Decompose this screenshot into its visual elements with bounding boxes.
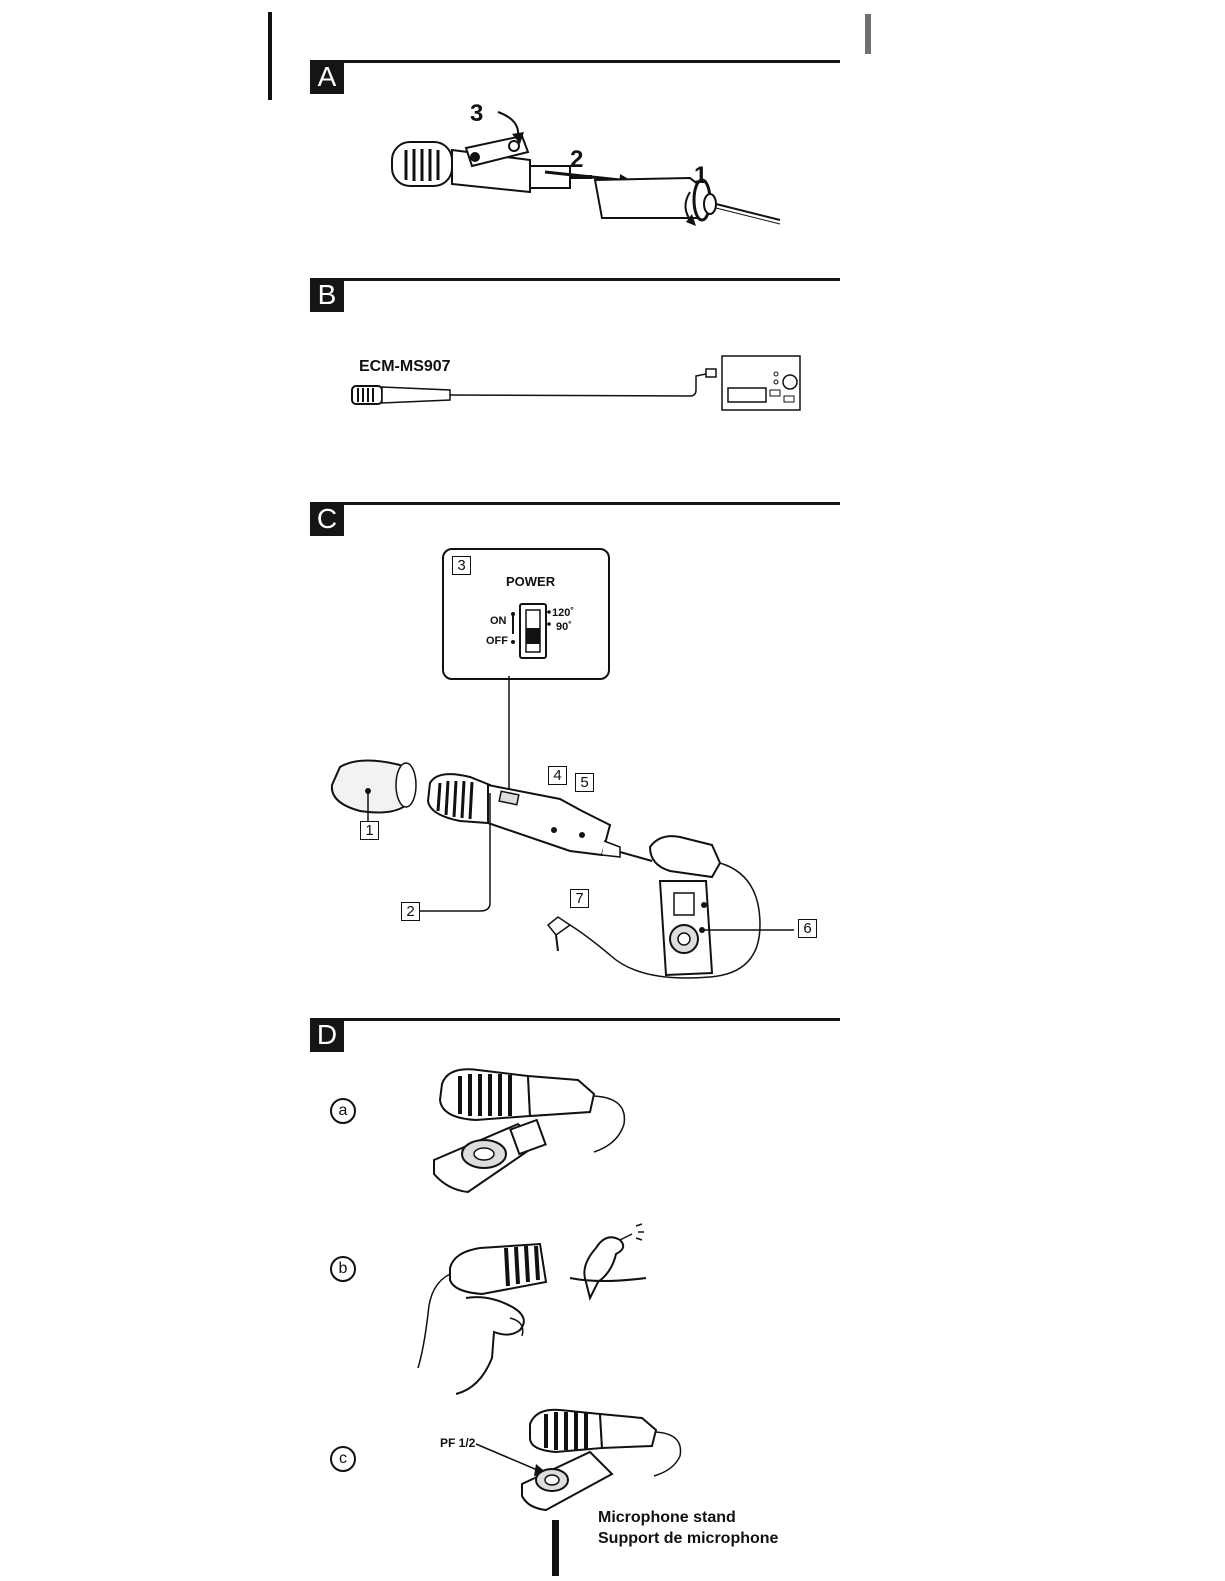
stand-mounted-mic-illustration	[428, 1064, 638, 1194]
case-c-marker: c	[330, 1446, 356, 1472]
angle-90-label: 90˚	[556, 621, 572, 633]
callout-5: 5	[575, 773, 594, 792]
section-letter-b: B	[310, 278, 344, 312]
section-letter-c: C	[310, 502, 344, 536]
angle-120-label: 120˚	[552, 607, 574, 619]
section-c-header: C	[310, 502, 840, 542]
section-d-header: D	[310, 1018, 840, 1058]
section-b-header: B	[310, 278, 840, 318]
section-rule	[344, 278, 840, 281]
connection-illustration	[350, 352, 810, 414]
section-letter-a: A	[310, 60, 344, 94]
case-a-marker: a	[330, 1098, 356, 1124]
case-b-marker: b	[330, 1256, 356, 1282]
section-rule	[344, 60, 840, 63]
section-a-header: A	[310, 60, 840, 100]
switch-on-label: ON	[490, 615, 507, 627]
callout-1: 1	[360, 821, 379, 840]
handheld-mic-illustration	[410, 1218, 660, 1396]
caption-bar	[552, 1520, 559, 1576]
step-label-2: 2	[570, 146, 583, 174]
callout-7: 7	[570, 889, 589, 908]
callout-2: 2	[401, 902, 420, 921]
section-rule	[344, 1018, 840, 1021]
caption-english: Microphone stand	[598, 1508, 736, 1528]
step-label-3: 3	[470, 100, 483, 128]
stand-thread-illustration	[470, 1404, 690, 1514]
binding-mark	[268, 12, 272, 100]
switch-off-label: OFF	[486, 635, 508, 647]
callout-4: 4	[548, 766, 567, 785]
battery-insertion-illustration	[380, 100, 800, 240]
power-slide-switch	[508, 598, 552, 662]
callout-6: 6	[798, 919, 817, 938]
caption-french: Support de microphone	[598, 1529, 778, 1549]
callout-3: 3	[452, 556, 471, 575]
section-rule	[344, 502, 840, 505]
step-label-1: 1	[694, 162, 707, 190]
power-title: POWER	[506, 574, 555, 589]
section-letter-d: D	[310, 1018, 344, 1052]
binding-mark-right	[865, 14, 871, 54]
